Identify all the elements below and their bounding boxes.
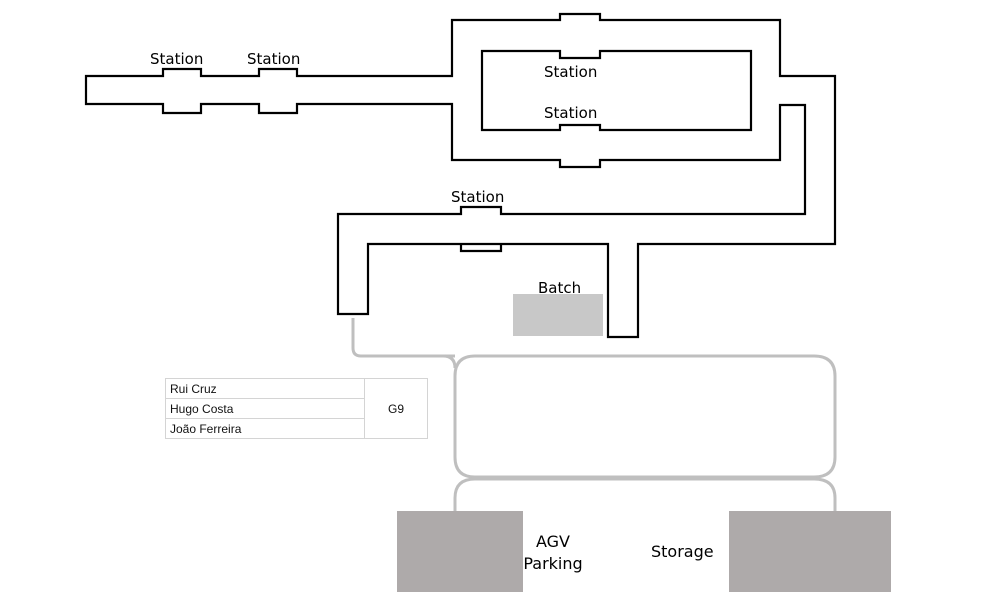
conveyor-inner-loop <box>480 49 753 132</box>
station-label-2: Station <box>247 50 301 68</box>
agv-path-entry <box>351 318 455 358</box>
team-member-3: João Ferreira <box>165 418 365 439</box>
team-member-2: Hugo Costa <box>165 398 365 419</box>
agv-path-junction <box>442 354 457 369</box>
station-label-1: Station <box>150 50 204 68</box>
storage-label: Storage <box>651 542 714 561</box>
storage-block <box>729 511 891 592</box>
batch-area <box>513 294 603 336</box>
agv-label-line2: Parking <box>523 554 583 573</box>
station-label-4: Station <box>544 104 598 122</box>
station-stub-lower <box>459 244 503 253</box>
agv-label-line1: AGV <box>535 532 570 551</box>
agv-parking-label: AGV Parking <box>520 531 586 575</box>
agv-path-upper-loop <box>453 354 837 479</box>
conveyor-outline <box>84 12 837 339</box>
station-label-5: Station <box>451 188 505 206</box>
team-row: Rui Cruz G9 <box>165 378 428 439</box>
agv-parking-block <box>397 511 523 592</box>
team-table: Rui Cruz G9 Hugo Costa João Ferreira <box>165 378 428 439</box>
team-group: G9 <box>364 378 428 439</box>
team-member-1: Rui Cruz <box>165 378 365 399</box>
agv-path-lower-loop <box>453 477 837 511</box>
team-row: João Ferreira <box>165 418 428 439</box>
station-label-3: Station <box>544 63 598 81</box>
agv-paths <box>351 318 837 511</box>
batch-label: Batch <box>538 279 582 297</box>
